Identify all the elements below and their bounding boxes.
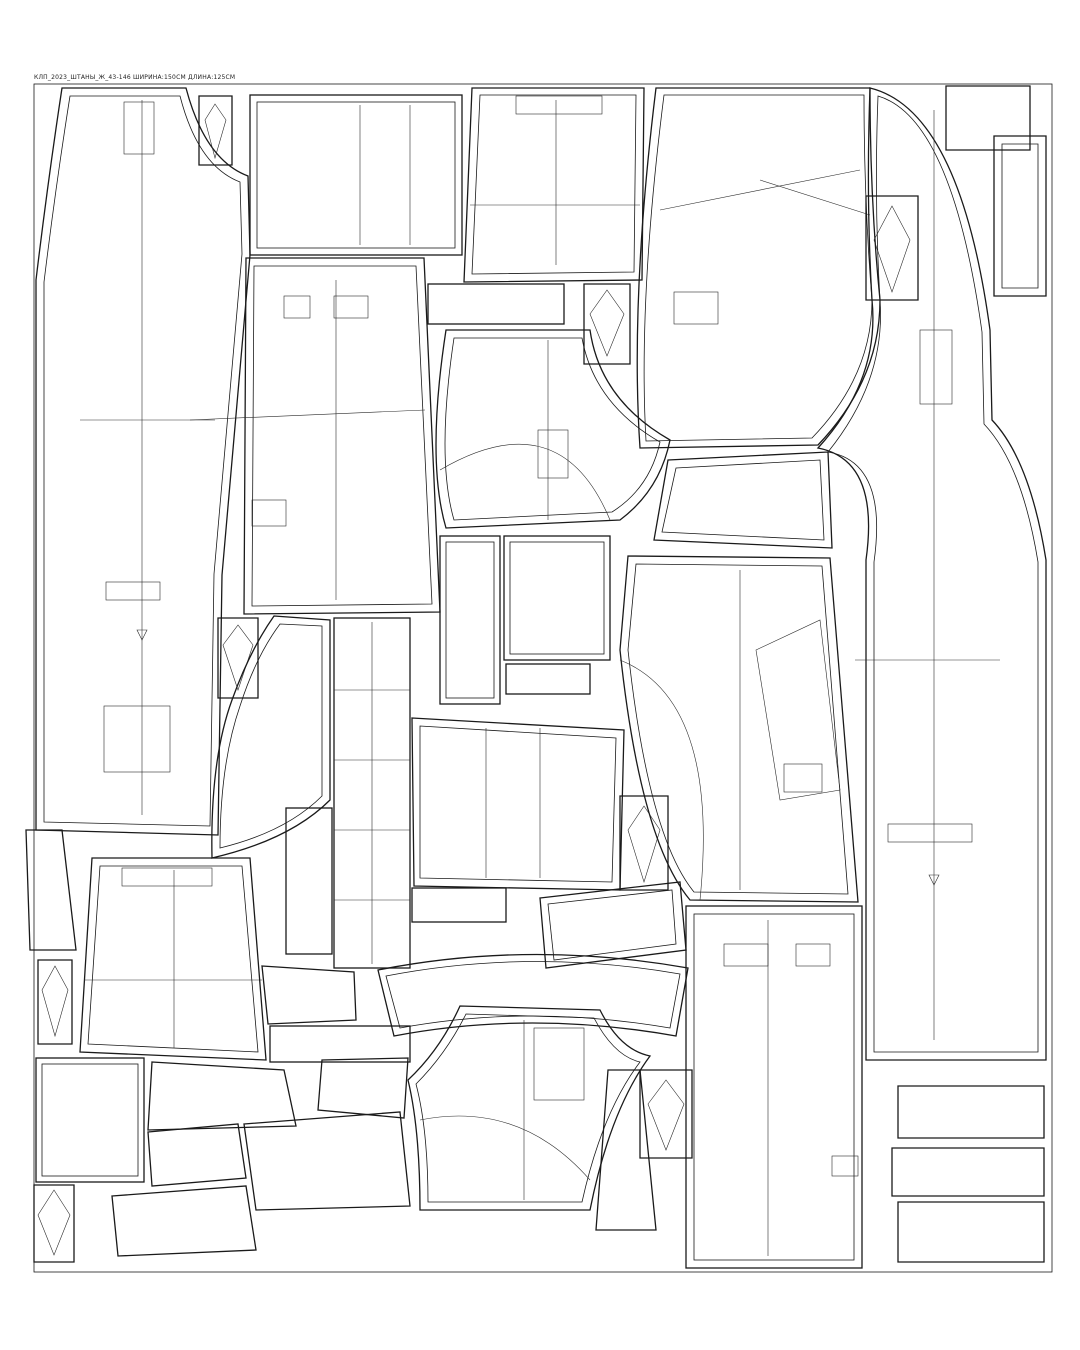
pattern-piece-back-top (636, 87, 881, 449)
notch-pieces (25, 85, 1031, 1263)
pattern-piece-front-leg-right (816, 87, 1047, 1061)
pattern-piece-seat-center (435, 329, 671, 529)
pattern-piece-yoke-top (463, 87, 645, 283)
pattern-piece-front-center (619, 555, 859, 903)
pattern-piece-waistband-curved (377, 953, 689, 1037)
sheet-border (33, 83, 1053, 1273)
pattern-piece-front-leg-left (35, 87, 251, 836)
pattern-piece-pocket-center (411, 717, 625, 891)
pattern-piece-long-strips (285, 617, 411, 969)
pattern-piece-pocket-right (891, 135, 1047, 1263)
pattern-piece-lower-right (685, 905, 863, 1269)
pattern-piece-belt-right (653, 451, 833, 549)
pattern-piece-waistband-top (249, 94, 463, 256)
pattern-piece-strips (35, 283, 611, 1183)
pattern-piece-back-lower-center (407, 1005, 652, 1211)
pattern-piece-curved-left (211, 615, 331, 859)
pattern-piece-back-leg-center (189, 257, 441, 615)
sheet-title: КЛП_2023_ШТАНЫ_Ж_43-146 ШИРИНА:150СМ ДЛИ… (34, 74, 236, 81)
pattern-piece-small-shapes (111, 965, 411, 1257)
pattern-piece-lower-left (79, 857, 267, 1061)
